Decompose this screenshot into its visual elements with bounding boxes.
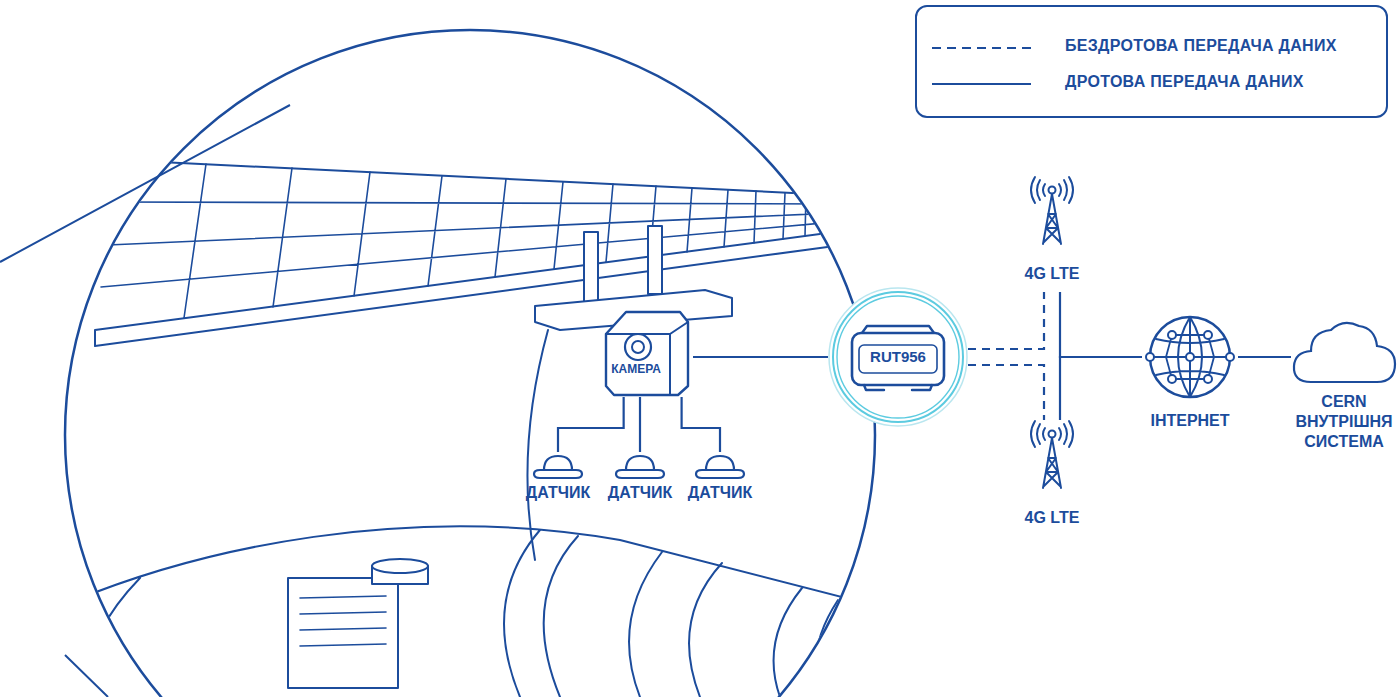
sensor-base [696, 470, 744, 478]
node-label: ІНТЕРНЕТ [1122, 411, 1258, 431]
tower-mast [1043, 438, 1061, 488]
node-label: 4G LTE [992, 264, 1112, 284]
tower-mast [1043, 194, 1061, 244]
wired-link [682, 397, 720, 452]
router-node: RUT956 [828, 287, 968, 427]
wired-link [639, 397, 641, 452]
camera-body [606, 312, 688, 395]
wired-link [1238, 356, 1291, 358]
globe-grid [1150, 317, 1230, 397]
node-label: CERN ВНУТРІШНЯ СИСТЕМА [1289, 392, 1399, 452]
sensor-node: ДАТЧИК [518, 452, 598, 510]
cable-tray-outline [95, 160, 835, 346]
sensor-shape [680, 452, 760, 480]
node-label: RUT956 [808, 348, 988, 367]
network-node [1168, 375, 1176, 383]
legend-sample [931, 78, 1033, 90]
internet-globe: ІНТЕРНЕТ [1142, 309, 1238, 439]
tunnel-circle [65, 30, 875, 697]
camera-shape [598, 300, 693, 397]
cloud-system: CERN ВНУТРІШНЯ СИСТЕМА [1291, 316, 1397, 461]
sensor-dome [626, 456, 654, 470]
tunnel-wall-line [527, 330, 548, 560]
node-label: 4G LTE [992, 508, 1112, 528]
network-node [1168, 331, 1176, 339]
tunnel-interior [30, 160, 923, 697]
magnet-pipe [30, 526, 900, 697]
wireless-link [968, 365, 1044, 420]
legend-box: БЕЗДРОТОВА ПЕРЕДАЧА ДАНИХ ДРОТОВА ПЕРЕДАЧ… [915, 5, 1388, 118]
cloud-outline [1294, 323, 1395, 382]
magnet-box-lines [300, 596, 386, 646]
node-label: КАМЕРА [602, 362, 670, 377]
tower-emitter [1049, 187, 1056, 194]
wireless-link [968, 292, 1044, 349]
network-nodes [1146, 331, 1234, 383]
sensor-dome [544, 456, 572, 470]
mount-bracket [648, 226, 662, 294]
tower-emitter [1049, 431, 1056, 438]
magnet-cap-top [372, 559, 428, 573]
lte-tower: 4G LTE [1012, 420, 1092, 532]
node-label: ДАТЧИК [580, 483, 700, 503]
tunnel-outer-line [0, 105, 290, 697]
legend-sample [931, 42, 1033, 54]
camera-lens [625, 334, 651, 360]
sensor-node: ДАТЧИК [680, 452, 760, 510]
legend-label: БЕЗДРОТОВА ПЕРЕДАЧА ДАНИХ [1065, 37, 1337, 55]
cloud-shape [1291, 316, 1397, 388]
dashed-line-sample [932, 47, 1031, 49]
globe-shape [1142, 309, 1238, 405]
globe-outline [1150, 317, 1230, 397]
lte-tower: 4G LTE [1012, 176, 1092, 292]
tower-shape [1012, 420, 1092, 492]
sensor-dome [706, 456, 734, 470]
mount-bracket [584, 232, 598, 302]
node-label: ДАТЧИК [660, 483, 780, 503]
wired-link [693, 356, 828, 358]
network-node [1186, 353, 1194, 361]
camera-box: КАМЕРА [598, 300, 693, 397]
router-feet [864, 385, 932, 390]
network-node [1204, 331, 1212, 339]
wired-link [1060, 292, 1142, 357]
magnet-box [288, 578, 398, 688]
legend-entry: БЕЗДРОТОВА ПЕРЕДАЧА ДАНИХ [917, 35, 1386, 59]
tower-shape [1012, 176, 1092, 248]
wired-link [1060, 357, 1142, 420]
wired-link [558, 397, 624, 452]
sensor-shape [600, 452, 680, 480]
network-node [1226, 353, 1234, 361]
legend-label: ДРОТОВА ПЕРЕДАЧА ДАНИХ [1065, 73, 1304, 91]
legend-entry: ДРОТОВА ПЕРЕДАЧА ДАНИХ [917, 71, 1386, 95]
network-node [1146, 353, 1154, 361]
camera-lens-inner [632, 341, 644, 353]
network-node [1204, 375, 1212, 383]
camera-edge [606, 322, 688, 395]
sensor-shape [518, 452, 598, 480]
network-lines [1166, 335, 1214, 379]
sensor-base [534, 470, 582, 478]
node-label: ДАТЧИК [498, 483, 618, 503]
sensor-base [616, 470, 664, 478]
sensor-node: ДАТЧИК [600, 452, 680, 510]
solid-line-sample [932, 83, 1031, 85]
